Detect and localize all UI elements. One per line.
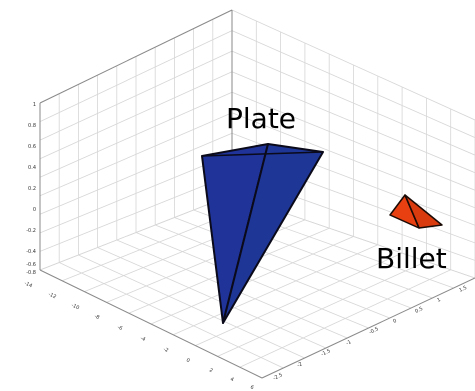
x-tick-label: 2 [208,367,213,374]
y-tick-label: -2 [296,361,303,369]
z-tick-label: -0.8 [26,270,36,276]
y-tick-label: 0.5 [414,306,424,315]
z-tick-labels: 1 0.8 0.6 0.4 0.2 0 -0.2 -0.4 -0.6 -0.8 [26,102,36,276]
x-tick-label: -6 [116,324,123,332]
z-tick-label: 0.6 [28,144,36,150]
x-tick-label: 0 [185,357,190,364]
axis-edge-floor-left [39,269,263,379]
x-tick-label: -8 [93,313,100,321]
z-tick-label: 0.8 [28,123,36,129]
z-tick-label: 0 [33,207,36,213]
z-tick-label: 1 [33,102,36,108]
plate-top-edge [201,151,324,157]
z-tick-label: -0.2 [26,228,36,234]
axis-edge-back-top [39,9,233,104]
plate-object [201,143,324,324]
plate-face-right [222,143,324,324]
billet-label: Billet [376,242,447,275]
y-tick-label: 0 [392,318,397,325]
billet-object [389,194,443,229]
axis-edge-floor-right [261,277,475,379]
grid-line [135,232,369,329]
grid-line [155,224,390,319]
y-tick-labels: 1.5 1 0.5 0 -0.5 -1 -1.5 -2 -2.5 [272,285,468,382]
y-tick-label: 1 [436,297,441,304]
x-tick-label: -4 [139,335,146,343]
x-tick-label: -14 [23,280,33,289]
x-tick-label: -10 [70,302,80,311]
grid-line [59,262,284,369]
z-tick-label: 0.2 [28,186,36,192]
z-tick-label: -0.4 [26,249,36,255]
x-tick-label: -12 [47,291,57,300]
x-tick-labels: -14 -12 -10 -8 -6 -4 -2 0 2 4 6 [23,280,254,391]
x-tick-label: 6 [249,384,254,391]
y-tick-label: -1 [345,339,352,347]
z-tick-label: -0.6 [26,262,36,268]
y-tick-label: -1.5 [320,348,331,358]
y-tick-label: 1.5 [458,285,468,294]
x-tick-label: -2 [162,346,169,354]
grid-line [97,247,327,349]
grid-line [78,254,305,359]
z-tick-label: 0.4 [28,165,36,171]
y-tick-label: -0.5 [368,326,379,336]
x-tick-label: 4 [229,376,234,383]
billet-inner-edge [404,194,420,229]
plate-label: Plate [226,102,296,135]
y-tick-label: -2.5 [272,372,283,382]
